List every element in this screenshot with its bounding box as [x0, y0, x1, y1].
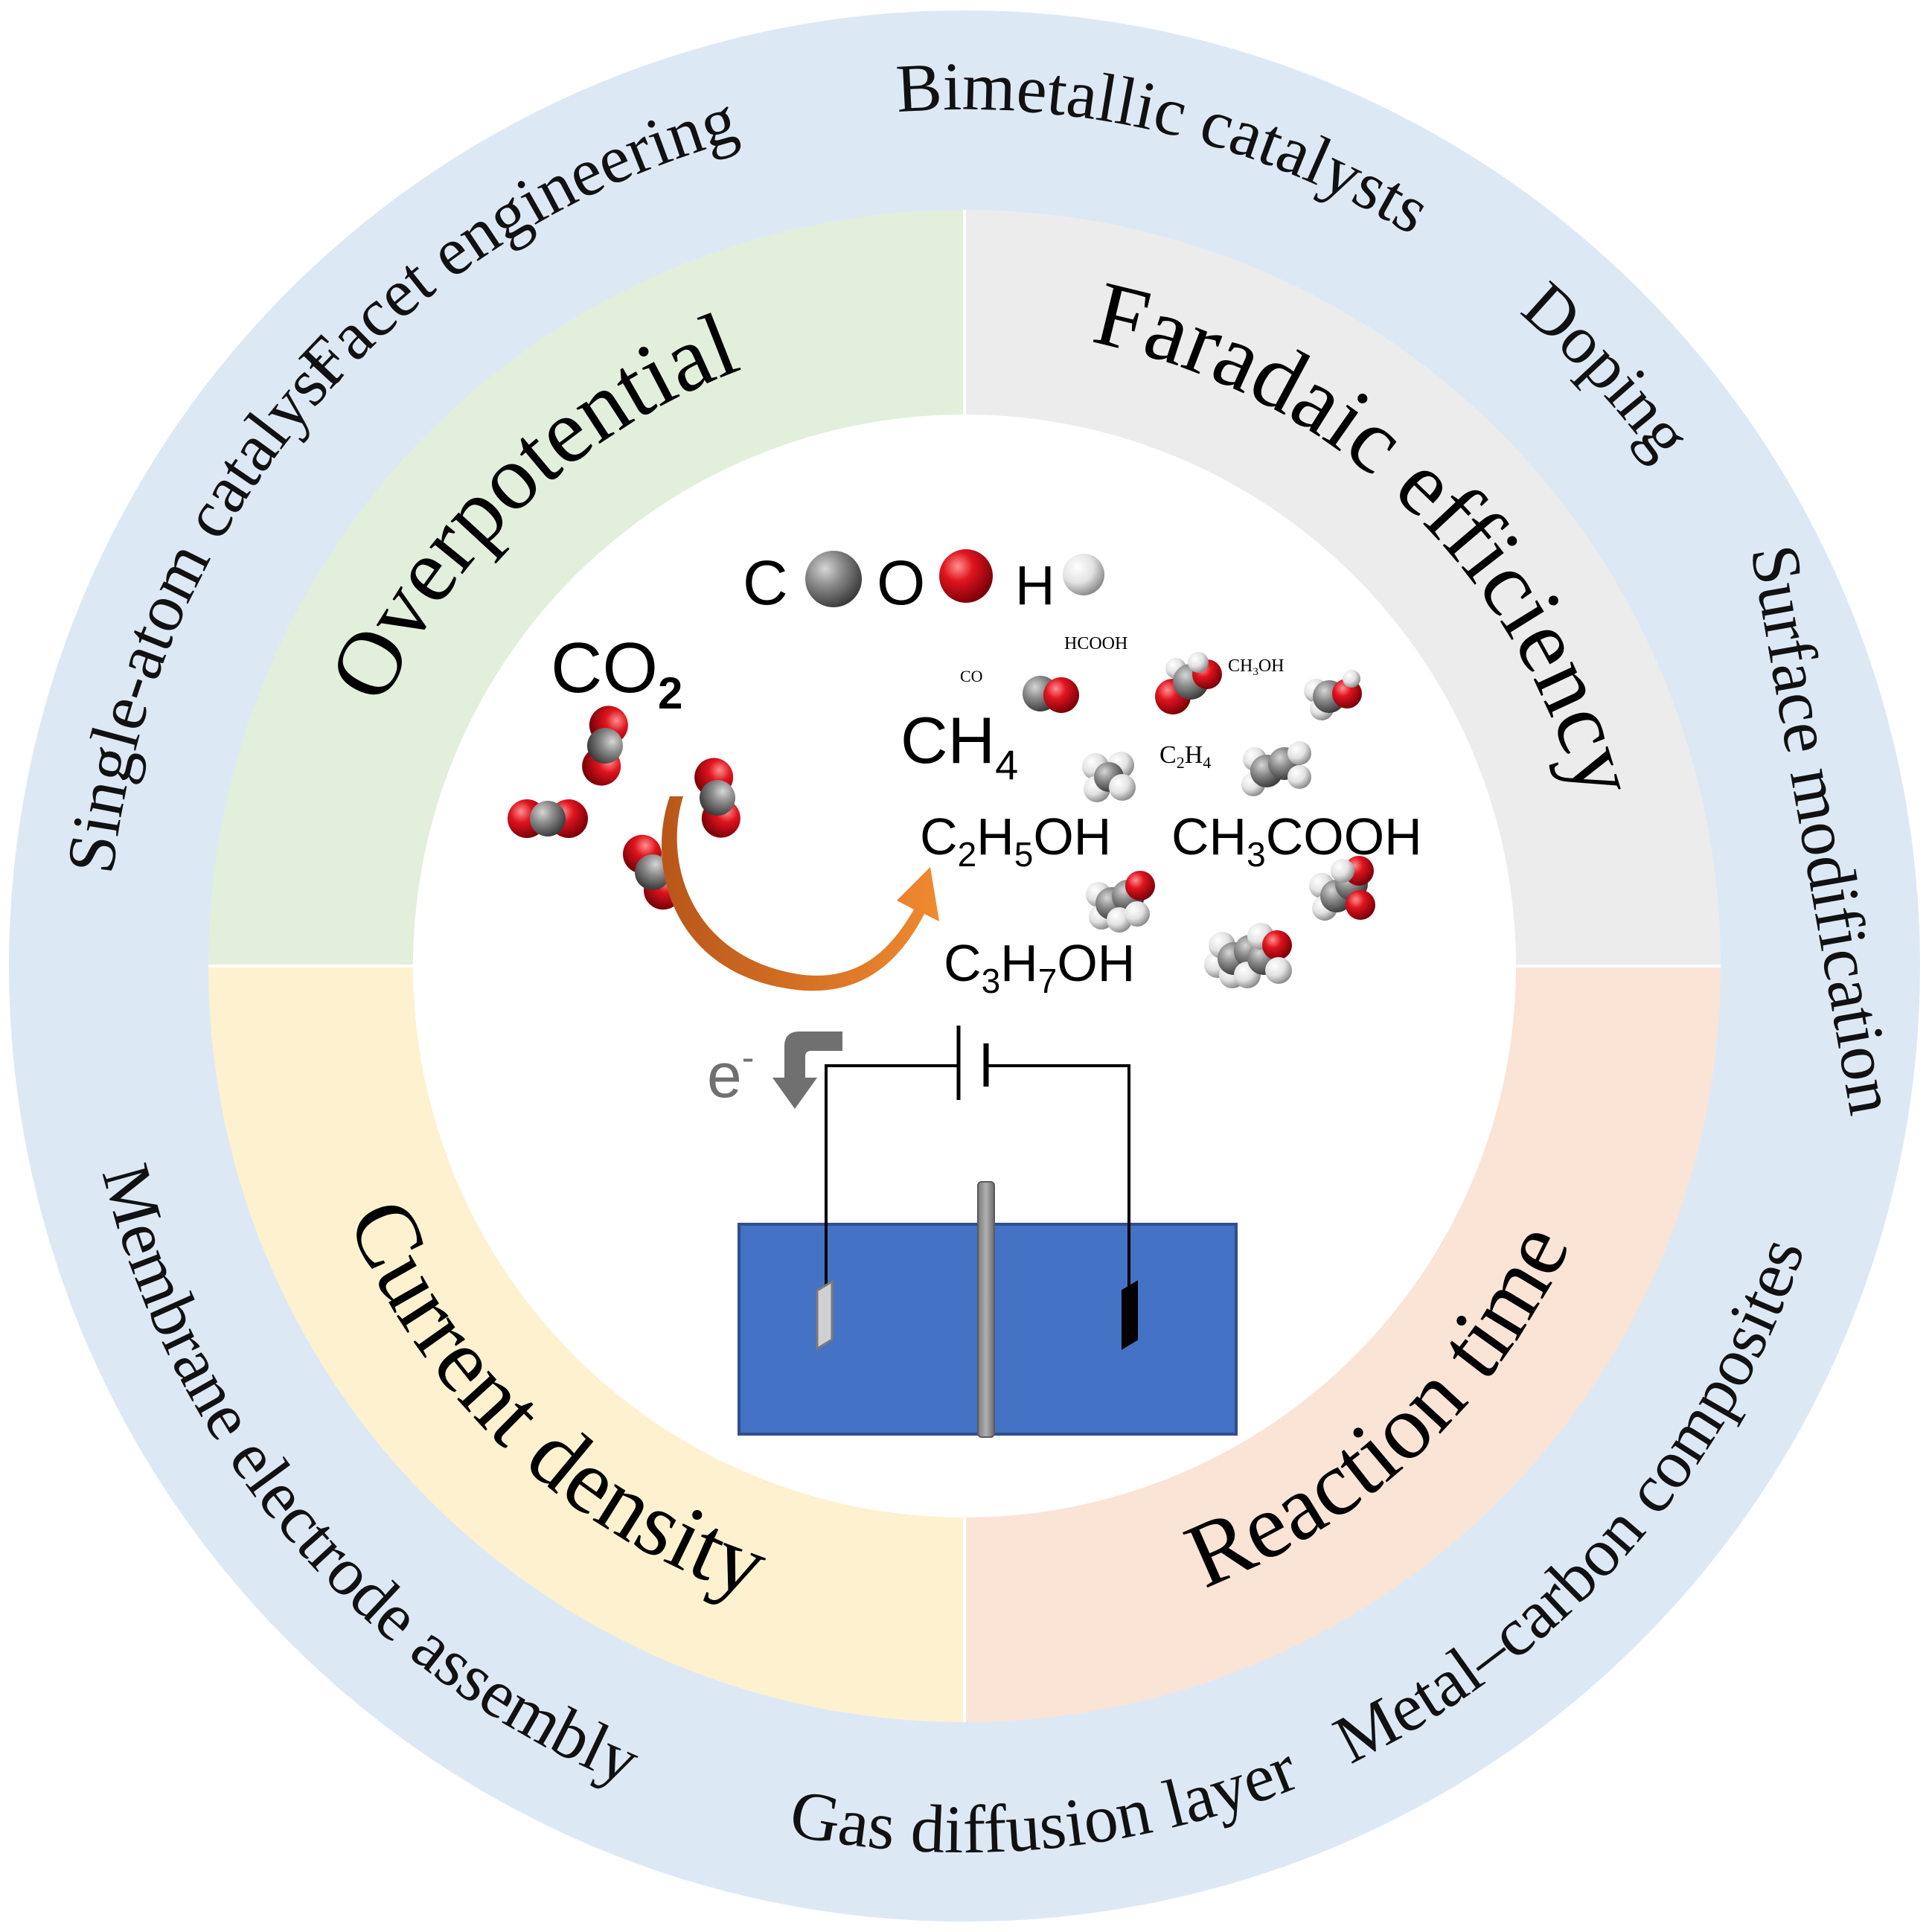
- carbon-atom: [700, 780, 735, 816]
- hcooh-molecule-icon: [1155, 652, 1222, 714]
- cathode-electrode: [816, 1279, 834, 1351]
- hydrogen-atom: [1265, 957, 1292, 984]
- product-co-label: CO: [960, 667, 983, 685]
- carbon-atom: [530, 801, 566, 837]
- co2-molecule-icon: [582, 706, 628, 786]
- c3h7oh-molecule-icon: [1204, 923, 1292, 988]
- product-c2h5oh-label: C2H5OH: [920, 807, 1111, 874]
- hydrogen-atom: [1287, 741, 1311, 765]
- co-molecule-icon: [1023, 676, 1079, 713]
- membrane-separator: [977, 1181, 995, 1438]
- hydrogen-atom: [1109, 774, 1136, 801]
- product-c3h7oh-label: C3H7OH: [944, 934, 1135, 1000]
- anode-electrode: [1122, 1280, 1138, 1350]
- ch3oh-molecule-icon: [1304, 670, 1362, 720]
- oxygen-atom: [1346, 890, 1375, 920]
- electron-label: e-: [707, 1037, 754, 1110]
- carbon-atom: [587, 728, 623, 764]
- legend-carbon-label: C: [743, 548, 788, 618]
- co2-molecule-icon: [508, 799, 588, 838]
- oxygen-atom: [1262, 930, 1292, 960]
- co2-molecule-icon: [694, 758, 740, 838]
- electron-flow-arrow-icon: [772, 1031, 842, 1109]
- oxygen-atom: [1043, 677, 1079, 713]
- product-hcooh-label: HCOOH: [1064, 634, 1127, 653]
- oxygen-atom: [1125, 871, 1155, 901]
- co2-molecules: [508, 706, 740, 910]
- circuit-wire: [825, 1064, 959, 1299]
- co2-label: CO2: [551, 628, 682, 718]
- legend-hydrogen-label: H: [1015, 554, 1055, 616]
- product-ch3cooh-label: CH3COOH: [1171, 807, 1422, 874]
- product-ch3oh-label: CH3OH: [1228, 656, 1285, 678]
- carbon-atom: [635, 854, 671, 890]
- center-disc: [413, 415, 1516, 1517]
- hydrogen-atom: [1287, 765, 1311, 789]
- c2h4-molecule-icon: [1241, 741, 1311, 796]
- atom-legend: C O H: [743, 548, 1104, 618]
- hydrogen-atom: [1125, 901, 1150, 927]
- hydrogen-atom: [1331, 859, 1354, 883]
- c2h5oh-molecule-icon: [1086, 871, 1155, 933]
- product-molecules: [1023, 652, 1375, 988]
- electrochemical-cell: e-: [707, 1026, 1238, 1438]
- product-ch4-label: CH4: [900, 703, 1018, 788]
- circuit-wire-right: [986, 1064, 1130, 1288]
- hydrogen-atom: [1188, 652, 1209, 673]
- carbon-atom-icon: [805, 551, 862, 607]
- ch4-molecule-icon: [1082, 752, 1136, 802]
- hydrogen-atom: [1343, 670, 1360, 688]
- ch3cooh-molecule-icon: [1309, 856, 1375, 921]
- oxygen-atom-icon: [939, 549, 993, 603]
- hydrogen-atom-icon: [1063, 554, 1104, 595]
- legend-oxygen-label: O: [877, 548, 925, 618]
- product-c2h4-label: C2H4: [1159, 741, 1211, 772]
